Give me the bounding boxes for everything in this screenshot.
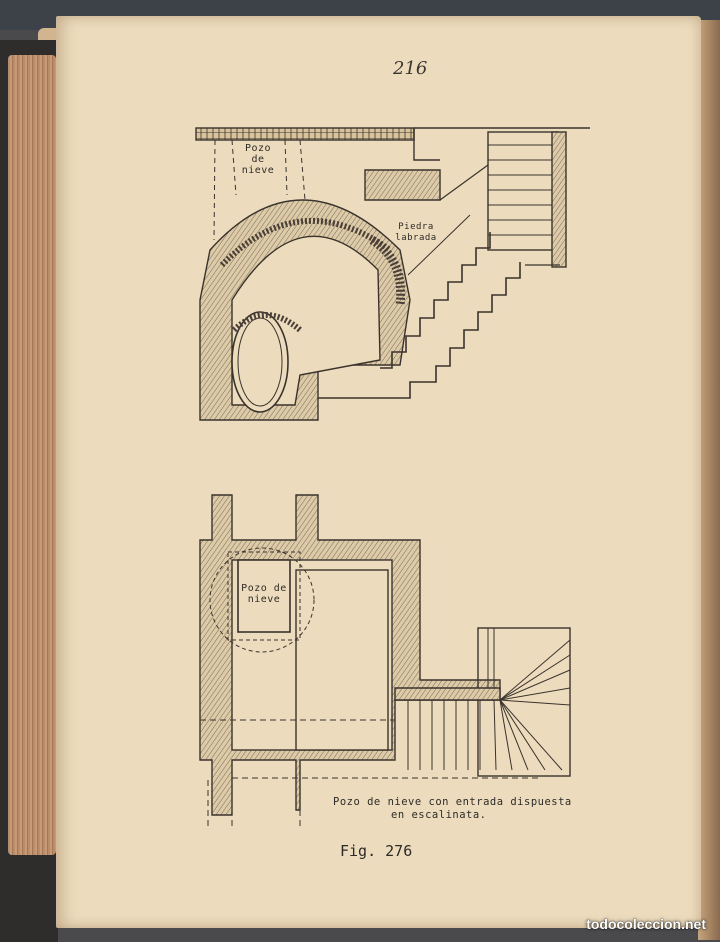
page-number: 216 xyxy=(393,58,428,79)
caption-line-1: Pozo de nieve con entrada dispuesta xyxy=(333,796,572,808)
book-page xyxy=(56,16,701,928)
plan-well-square xyxy=(237,559,291,633)
stair-steps xyxy=(380,232,491,369)
plan-stair-treads xyxy=(407,639,571,771)
plan-drawing xyxy=(199,494,571,830)
label-cut-stone: Piedra labrada xyxy=(395,222,437,243)
caption-line-2: en escalinata. xyxy=(391,809,487,821)
page-edges xyxy=(8,55,56,855)
ground-layer xyxy=(195,127,415,141)
book-right-edge xyxy=(698,20,720,940)
plan-stair xyxy=(477,627,571,777)
vault-ring xyxy=(219,217,392,268)
watermark: todocoleccion.net xyxy=(586,916,706,932)
label-snow-well-section: Pozo de nieve xyxy=(241,143,275,176)
section-drawing xyxy=(195,127,590,421)
snow-well-egg xyxy=(231,311,289,413)
figure-number: Fig. 276 xyxy=(340,842,413,860)
label-snow-well-plan: Pozo de nieve xyxy=(241,583,287,605)
figure-caption: Pozo de nieve con entrada dispuesta en e… xyxy=(333,796,588,822)
